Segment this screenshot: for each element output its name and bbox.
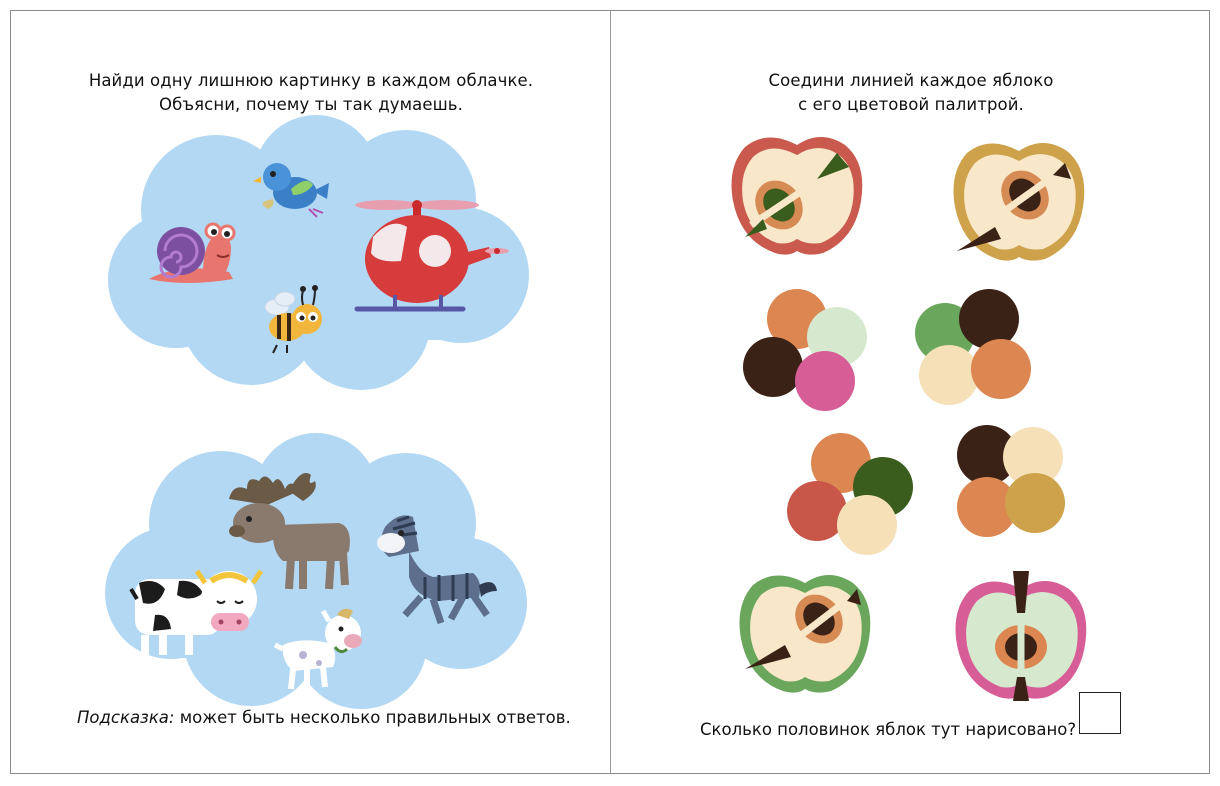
bee-icon [264,285,322,354]
answer-box[interactable] [1079,692,1121,734]
question-text: Сколько половинок яблок тут нарисовано? [700,720,1077,739]
palette-2 [915,289,1031,405]
yellow-apple-icon [953,143,1085,261]
green-apple-icon [739,575,871,693]
page-gutter [610,11,611,773]
right-instruction-line1: Соедини линией каждое яблоко [768,71,1054,90]
zebra-icon [377,515,497,625]
hint-body: может быть несколько правильных ответов. [174,708,571,727]
palette-3 [787,433,913,555]
palette-1 [743,289,867,411]
palette-4 [957,425,1065,537]
right-instruction: Соедини линией каждое яблоко с его цвето… [611,69,1211,117]
right-page: Соедини линией каждое яблоко с его цвето… [611,11,1210,773]
cow-icon [129,569,264,655]
hint-label: Подсказка: [77,708,175,727]
hint-text: Подсказка: может быть несколько правильн… [77,708,571,727]
goat-icon [273,608,362,690]
left-instruction-line2: Объясни, почему ты так думаешь. [159,95,463,114]
left-page: Найди одну лишнюю картинку в каждом обла… [11,11,610,773]
moose-icon [229,473,350,590]
right-instruction-line2: с его цветовой палитрой. [798,95,1024,114]
left-instruction-line1: Найди одну лишнюю картинку в каждом обла… [88,71,534,90]
pink-apple-icon [955,571,1087,701]
snail-icon [149,222,236,283]
left-instruction: Найди одну лишнюю картинку в каждом обла… [11,69,611,117]
book-spread: Найди одну лишнюю картинку в каждом обла… [10,10,1210,774]
bird-icon [253,163,329,218]
red-apple-icon [731,137,863,255]
helicopter-icon [354,200,509,312]
